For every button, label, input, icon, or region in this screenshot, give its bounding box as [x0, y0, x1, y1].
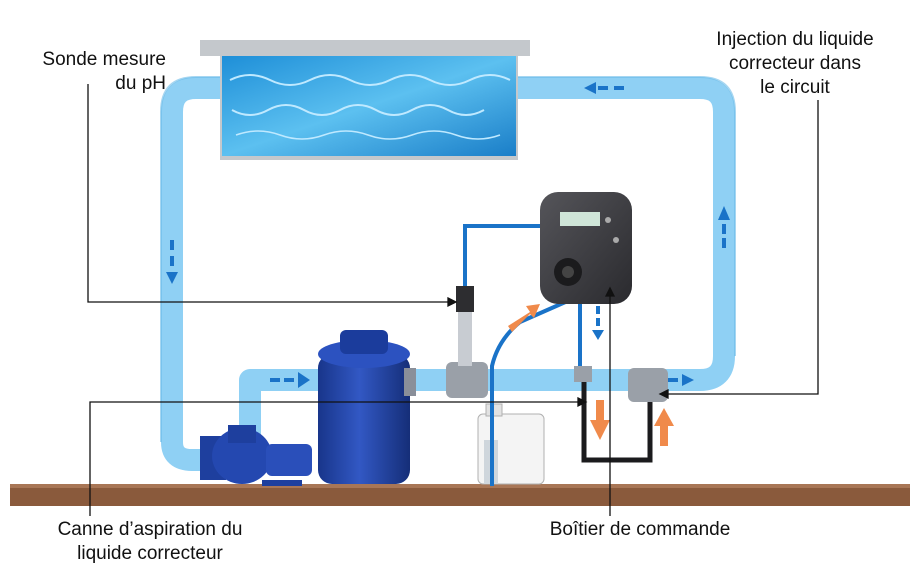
injection-valve-icon [574, 366, 668, 402]
ground [10, 484, 910, 506]
flow-arrow-icon [592, 306, 604, 340]
leader-lines [87, 84, 819, 516]
canister-icon [477, 403, 545, 485]
pool-icon [200, 40, 530, 160]
orange-flow-arrow-icon [508, 304, 674, 446]
ph-probe-icon [446, 286, 488, 398]
label-suction-rod: Canne d’aspiration du liquide correcteur [57, 519, 243, 564]
filter-tank-icon [318, 330, 416, 484]
control-box-icon [540, 192, 632, 304]
pump-icon [200, 425, 312, 486]
label-injection: Injection du liquide correcteur dans le … [716, 29, 874, 98]
label-ph-probe: Sonde mesure du pH [42, 49, 166, 94]
flow-arrow-icon [166, 82, 730, 388]
label-control-box: Boîtier de commande [549, 519, 731, 540]
